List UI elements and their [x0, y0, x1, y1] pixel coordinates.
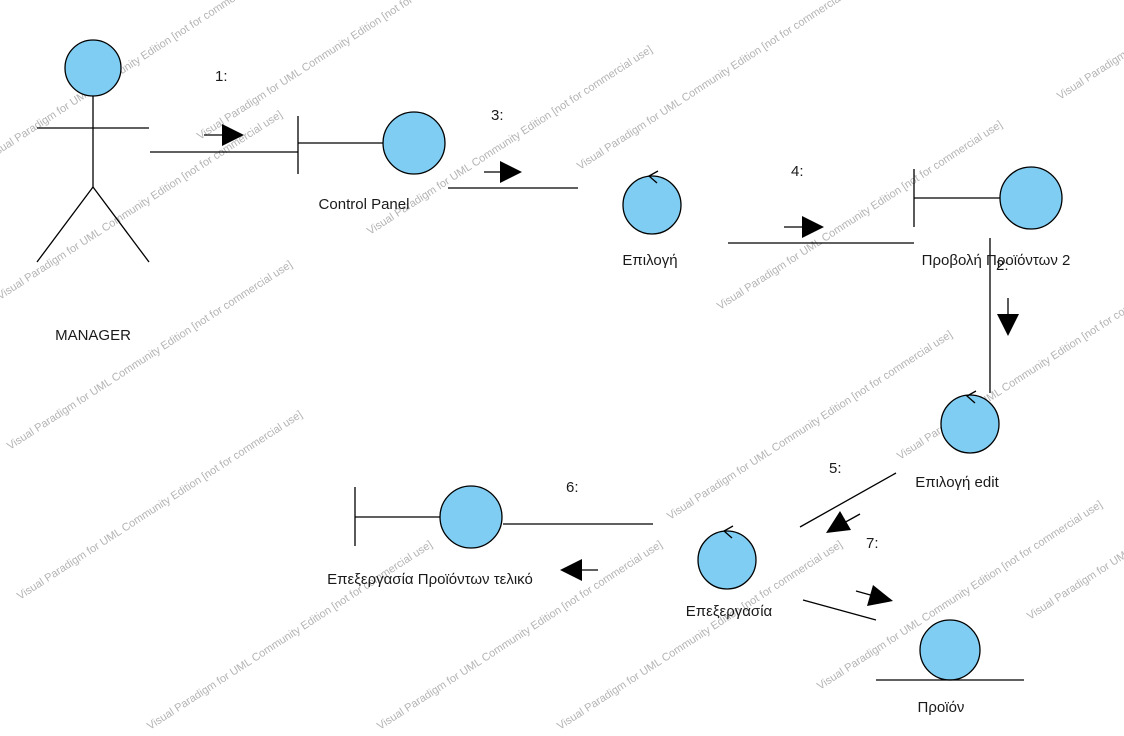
control-selection[interactable]: Επιλογή	[622, 170, 682, 269]
watermark: Visual Paradigm for UML Community Editio…	[15, 409, 305, 603]
boundary-icon	[382, 111, 446, 175]
message-arrow	[784, 216, 824, 238]
actor-head	[64, 39, 122, 97]
link-edit-selection-processing[interactable]	[799, 472, 897, 528]
message-label: 3:	[491, 107, 504, 124]
product-view-label: Προβολή Προϊόντων 2	[922, 252, 1071, 269]
control-icon	[940, 394, 1000, 454]
message-labels: 1: 3: 4: 2: 5: 6: 7:	[215, 68, 1009, 552]
message-arrow	[560, 559, 598, 581]
message-label: 7:	[866, 535, 879, 552]
entity-icon	[919, 619, 981, 681]
watermark: Visual Paradigm for UML Community Editio…	[5, 259, 295, 453]
watermark: Visual Paradigm for UML Community Editio…	[1055, 0, 1124, 103]
actor-manager[interactable]: MANAGER	[36, 39, 150, 344]
product-label: Προϊόν	[918, 699, 965, 716]
watermark: Visual Paradigm for UML Community Editio…	[715, 119, 1005, 313]
message-arrow	[204, 124, 244, 146]
message-arrow	[855, 585, 893, 606]
links	[150, 151, 991, 621]
final-processing-label: Επεξεργασία Προϊόντων τελικό	[327, 571, 533, 588]
processing-label: Επεξεργασία	[686, 603, 773, 620]
control-icon	[622, 175, 682, 235]
actor-label: MANAGER	[55, 327, 131, 344]
message-label: 1:	[215, 68, 228, 85]
watermark: Visual Paradigm for UML Community Editio…	[145, 539, 435, 733]
boundary-icon	[999, 166, 1063, 230]
message-label: 4:	[791, 163, 804, 180]
entity-product[interactable]: Προϊόν	[876, 619, 1024, 716]
boundary-control-panel[interactable]: Control Panel	[297, 111, 446, 213]
message-label: 6:	[566, 479, 579, 496]
watermark: Visual Paradigm for UML Community Editio…	[195, 0, 485, 143]
selection-label: Επιλογή	[622, 252, 677, 269]
control-icon	[697, 530, 757, 590]
watermark: Visual Paradigm for UML Community Editio…	[895, 269, 1124, 463]
control-processing[interactable]: Επεξεργασία	[686, 525, 773, 620]
link-processing-product[interactable]	[802, 599, 877, 621]
message-arrows	[204, 124, 1019, 606]
boundary-final-processing[interactable]: Επεξεργασία Προϊόντων τελικό	[327, 485, 533, 588]
message-arrow	[484, 161, 522, 183]
message-arrow	[826, 511, 861, 533]
watermark: Visual Paradigm for UML Community Editio…	[575, 0, 865, 173]
message-arrow	[997, 298, 1019, 336]
message-label: 2:	[996, 257, 1009, 274]
control-panel-label: Control Panel	[319, 196, 410, 213]
watermark: Visual Paradigm for UML Community Editio…	[0, 109, 285, 303]
boundary-product-view[interactable]: Προβολή Προϊόντων 2	[913, 166, 1071, 269]
watermark: Visual Paradigm for UML Community Editio…	[375, 539, 665, 733]
message-label: 5:	[829, 460, 842, 477]
control-edit-selection[interactable]: Επιλογή edit	[915, 390, 1000, 491]
edit-selection-label: Επιλογή edit	[915, 474, 999, 491]
watermark: Visual Paradigm for UML Community Editio…	[665, 329, 955, 523]
boundary-icon	[439, 485, 503, 549]
